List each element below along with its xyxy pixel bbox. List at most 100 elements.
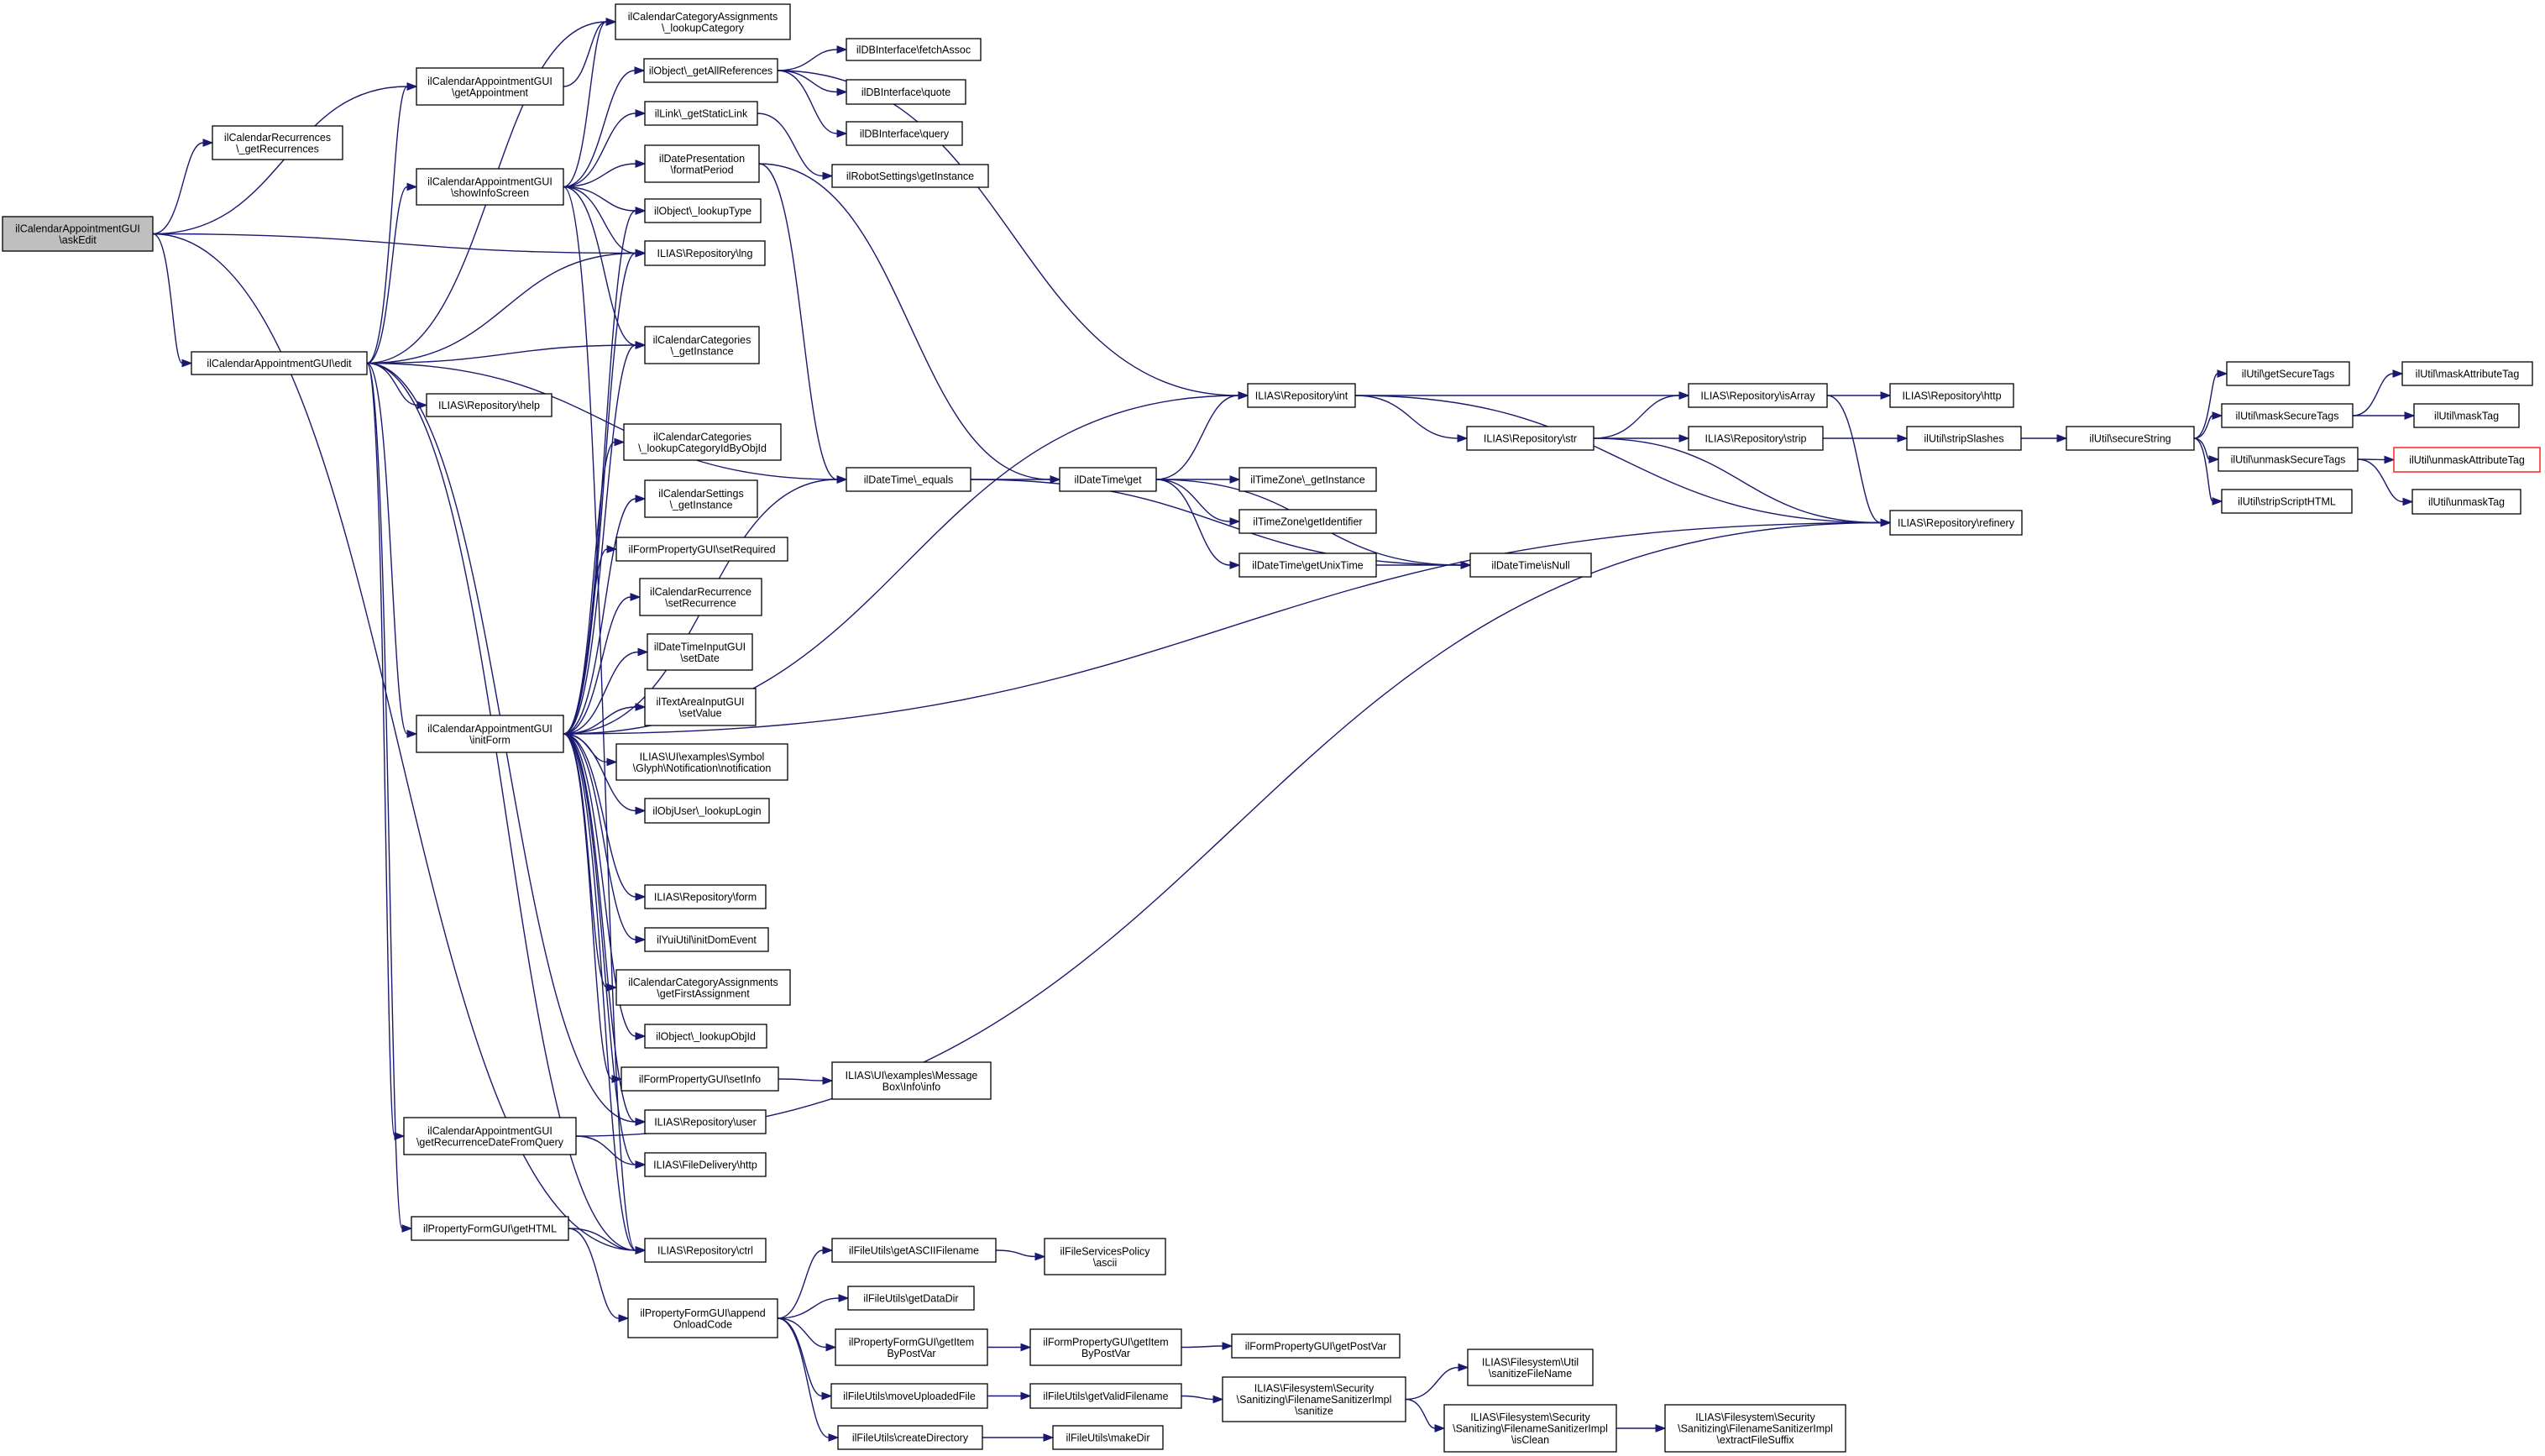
node-fsp-ascii[interactable]: ilFileServicesPolicy\ascii: [1044, 1238, 1166, 1275]
node-box: [1238, 467, 1377, 492]
node-get-html[interactable]: ilPropertyFormGUI\getHTML: [411, 1216, 569, 1241]
arrowhead: [1434, 1424, 1446, 1432]
node-label-line: ILIAS\Filesystem\Security: [1695, 1411, 1815, 1423]
node-get-valid-filename[interactable]: ilFileUtils\getValidFilename: [1029, 1383, 1182, 1409]
node-help[interactable]: ILIAS\Repository\help: [426, 393, 552, 417]
node-set-date[interactable]: ilDateTimeInputGUI\setDate: [647, 633, 753, 671]
node-show-info-screen[interactable]: ilCalendarAppointmentGUI\showInfoScreen: [416, 168, 564, 206]
node-move-uploaded-file[interactable]: ilFileUtils\moveUploadedFile: [830, 1383, 988, 1409]
edge-get-recurrence-date-to-refinery: [575, 518, 1892, 1137]
node-init-form[interactable]: ilCalendarAppointmentGUI\initForm: [416, 715, 564, 753]
node-fd-http[interactable]: ILIAS\FileDelivery\http: [644, 1152, 767, 1177]
node-set-recurrence[interactable]: ilCalendarRecurrence\setRecurrence: [639, 578, 762, 616]
node-label-line: ILIAS\Repository\strip: [1705, 433, 1807, 445]
node-ctrl[interactable]: ILIAS\Repository\ctrl: [644, 1238, 767, 1263]
node-http[interactable]: ILIAS\Repository\http: [1889, 383, 2014, 408]
node-repo-form[interactable]: ILIAS\Repository\form: [644, 884, 767, 909]
node-repo-strip[interactable]: ILIAS\Repository\strip: [1688, 426, 1824, 451]
node-dt-equals[interactable]: ilDateTime\_equals: [846, 467, 971, 492]
node-lookup-category[interactable]: ilCalendarCategoryAssignments\_lookupCat…: [615, 3, 791, 40]
node-get-asciifilename[interactable]: ilFileUtils\getASCIIFilename: [831, 1238, 997, 1263]
node-lookup-login[interactable]: ilObjUser\_lookupLogin: [644, 798, 770, 824]
arrowhead: [635, 1118, 647, 1126]
node-box: [644, 1109, 767, 1134]
node-lookup-type[interactable]: ilObject\_lookupType: [644, 198, 762, 223]
node-mask-secure-tags[interactable]: ilUtil\maskSecureTags: [2221, 403, 2354, 428]
node-strip-script-html[interactable]: ilUtil\stripScriptHTML: [2221, 489, 2353, 514]
node-set-required[interactable]: ilFormPropertyGUI\setRequired: [615, 537, 788, 562]
node-strip-slashes[interactable]: ilUtil\stripSlashes: [1906, 426, 2022, 451]
node-init-dom-event[interactable]: ilYuiUtil\initDomEvent: [644, 927, 769, 952]
node-ask-edit[interactable]: ilCalendarAppointmentGUI\askEdit: [2, 216, 154, 252]
node-extract-file-suffix[interactable]: ILIAS\Filesystem\Security\Sanitizing\Fil…: [1664, 1404, 1846, 1453]
node-box: [1664, 1404, 1846, 1453]
node-set-value[interactable]: ilTextAreaInputGUI\setValue: [644, 688, 757, 726]
edge-line: [563, 733, 636, 1251]
arrowhead: [836, 87, 848, 97]
node-label-line: \isClean: [1511, 1434, 1549, 1446]
node-fs-sanitize[interactable]: ILIAS\Filesystem\Security\Sanitizing\Fil…: [1222, 1376, 1406, 1422]
node-settings-get-instance[interactable]: ilCalendarSettings\_getInstance: [644, 479, 758, 518]
node-unmask-tag[interactable]: ilUtil\unmaskTag: [2411, 489, 2521, 515]
node-get-secure-tags[interactable]: ilUtil\getSecureTags: [2226, 361, 2350, 386]
node-quote[interactable]: ilDBInterface\quote: [846, 79, 966, 105]
node-get-post-var[interactable]: ilFormPropertyGUI\getPostVar: [1231, 1333, 1401, 1359]
node-set-info[interactable]: ilFormPropertyGUI\setInfo: [621, 1066, 779, 1092]
node-get-appointment[interactable]: ilCalendarAppointmentGUI\getAppointment: [416, 67, 564, 106]
node-repo-str[interactable]: ILIAS\Repository\str: [1466, 426, 1595, 451]
node-make-dir[interactable]: ilFileUtils\makeDir: [1052, 1425, 1164, 1450]
arrowhead: [635, 703, 647, 711]
node-get-static-link[interactable]: ilLink\_getStaticLink: [644, 101, 758, 126]
edge-repo-int-to-is-array: [1355, 391, 1690, 400]
node-fetch-assoc[interactable]: ilDBInterface\fetchAssoc: [846, 38, 982, 61]
node-refinery[interactable]: ILIAS\Repository\refinery: [1889, 510, 2023, 536]
edge-line: [563, 344, 636, 735]
arrowhead: [1050, 475, 1061, 484]
arrowhead: [1460, 561, 1472, 569]
node-get-all-references[interactable]: ilObject\_getAllReferences: [643, 58, 778, 83]
node-label-line: ilDateTime\isNull: [1491, 560, 1569, 572]
node-unmask-attribute-tag[interactable]: ilUtil\unmaskAttributeTag: [2393, 447, 2541, 473]
node-notification[interactable]: ILIAS\UI\examples\Symbol\Glyph\Notificat…: [615, 743, 788, 781]
node-is-array[interactable]: ILIAS\Repository\isArray: [1688, 383, 1828, 408]
node-fs-util-sanitize[interactable]: ILIAS\Filesystem\Util\sanitizeFileName: [1467, 1349, 1594, 1386]
node-robot-get-instance[interactable]: ilRobotSettings\getInstance: [831, 164, 989, 188]
node-repo-int[interactable]: ILIAS\Repository\int: [1247, 383, 1356, 408]
node-create-directory[interactable]: ilFileUtils\createDirectory: [837, 1425, 983, 1450]
node-tz-get-instance[interactable]: ilTimeZone\_getInstance: [1238, 467, 1377, 492]
node-label-line: ilFileUtils\getDataDir: [863, 1293, 958, 1305]
node-cat-get-instance[interactable]: ilCalendarCategories\_getInstance: [644, 326, 760, 364]
node-is-null[interactable]: ilDateTime\isNull: [1469, 553, 1592, 578]
node-edit[interactable]: ilCalendarAppointmentGUI\edit: [191, 351, 368, 375]
node-unmask-secure-tags[interactable]: ilUtil\unmaskSecureTags: [2218, 447, 2359, 472]
node-get-data-dir[interactable]: ilFileUtils\getDataDir: [847, 1286, 975, 1311]
edges-layer: [152, 18, 2416, 1442]
edge-line: [1405, 1366, 1459, 1401]
node-mask-tag[interactable]: ilUtil\maskTag: [2413, 403, 2520, 428]
node-dt-get[interactable]: ilDateTime\get: [1059, 467, 1157, 492]
node-label-line: ILIAS\UI\examples\Message: [846, 1070, 978, 1082]
edge-line: [777, 70, 838, 93]
arrowhead: [635, 160, 647, 168]
node-label-line: ILIAS\Repository\str: [1484, 433, 1577, 445]
node-mask-attribute-tag[interactable]: ilUtil\maskAttributeTag: [2401, 361, 2533, 386]
node-format-period[interactable]: ilDatePresentation\formatPeriod: [644, 144, 760, 183]
node-repo-user[interactable]: ILIAS\Repository\user: [644, 1109, 767, 1134]
node-secure-string[interactable]: ilUtil\secureString: [2066, 426, 2195, 451]
node-tz-get-identifier[interactable]: ilTimeZone\getIdentifier: [1238, 509, 1377, 534]
node-lookup-category-id-by-obj-id[interactable]: ilCalendarCategories\_lookupCategoryIdBy…: [623, 423, 782, 461]
node-is-clean[interactable]: ILIAS\Filesystem\Security\Sanitizing\Fil…: [1443, 1404, 1617, 1453]
node-lookup-obj-id[interactable]: ilObject\_lookupObjId: [644, 1024, 767, 1049]
node-query[interactable]: ilDBInterface\query: [846, 121, 963, 146]
node-get-recurrence-date[interactable]: ilCalendarAppointmentGUI\getRecurrenceDa…: [403, 1117, 577, 1155]
node-lng[interactable]: ILIAS\Repository\lng: [644, 240, 766, 266]
node-get-unix-time[interactable]: ilDateTime\getUnixTime: [1238, 553, 1377, 578]
node-get-recurrences[interactable]: ilCalendarRecurrences\_getRecurrences: [212, 125, 343, 160]
node-label-line: ilPropertyFormGUI\append: [640, 1307, 765, 1319]
node-get-first-assignment[interactable]: ilCalendarCategoryAssignments\getFirstAs…: [615, 969, 791, 1006]
node-label-line: ilCalendarCategoryAssignments: [628, 11, 778, 23]
